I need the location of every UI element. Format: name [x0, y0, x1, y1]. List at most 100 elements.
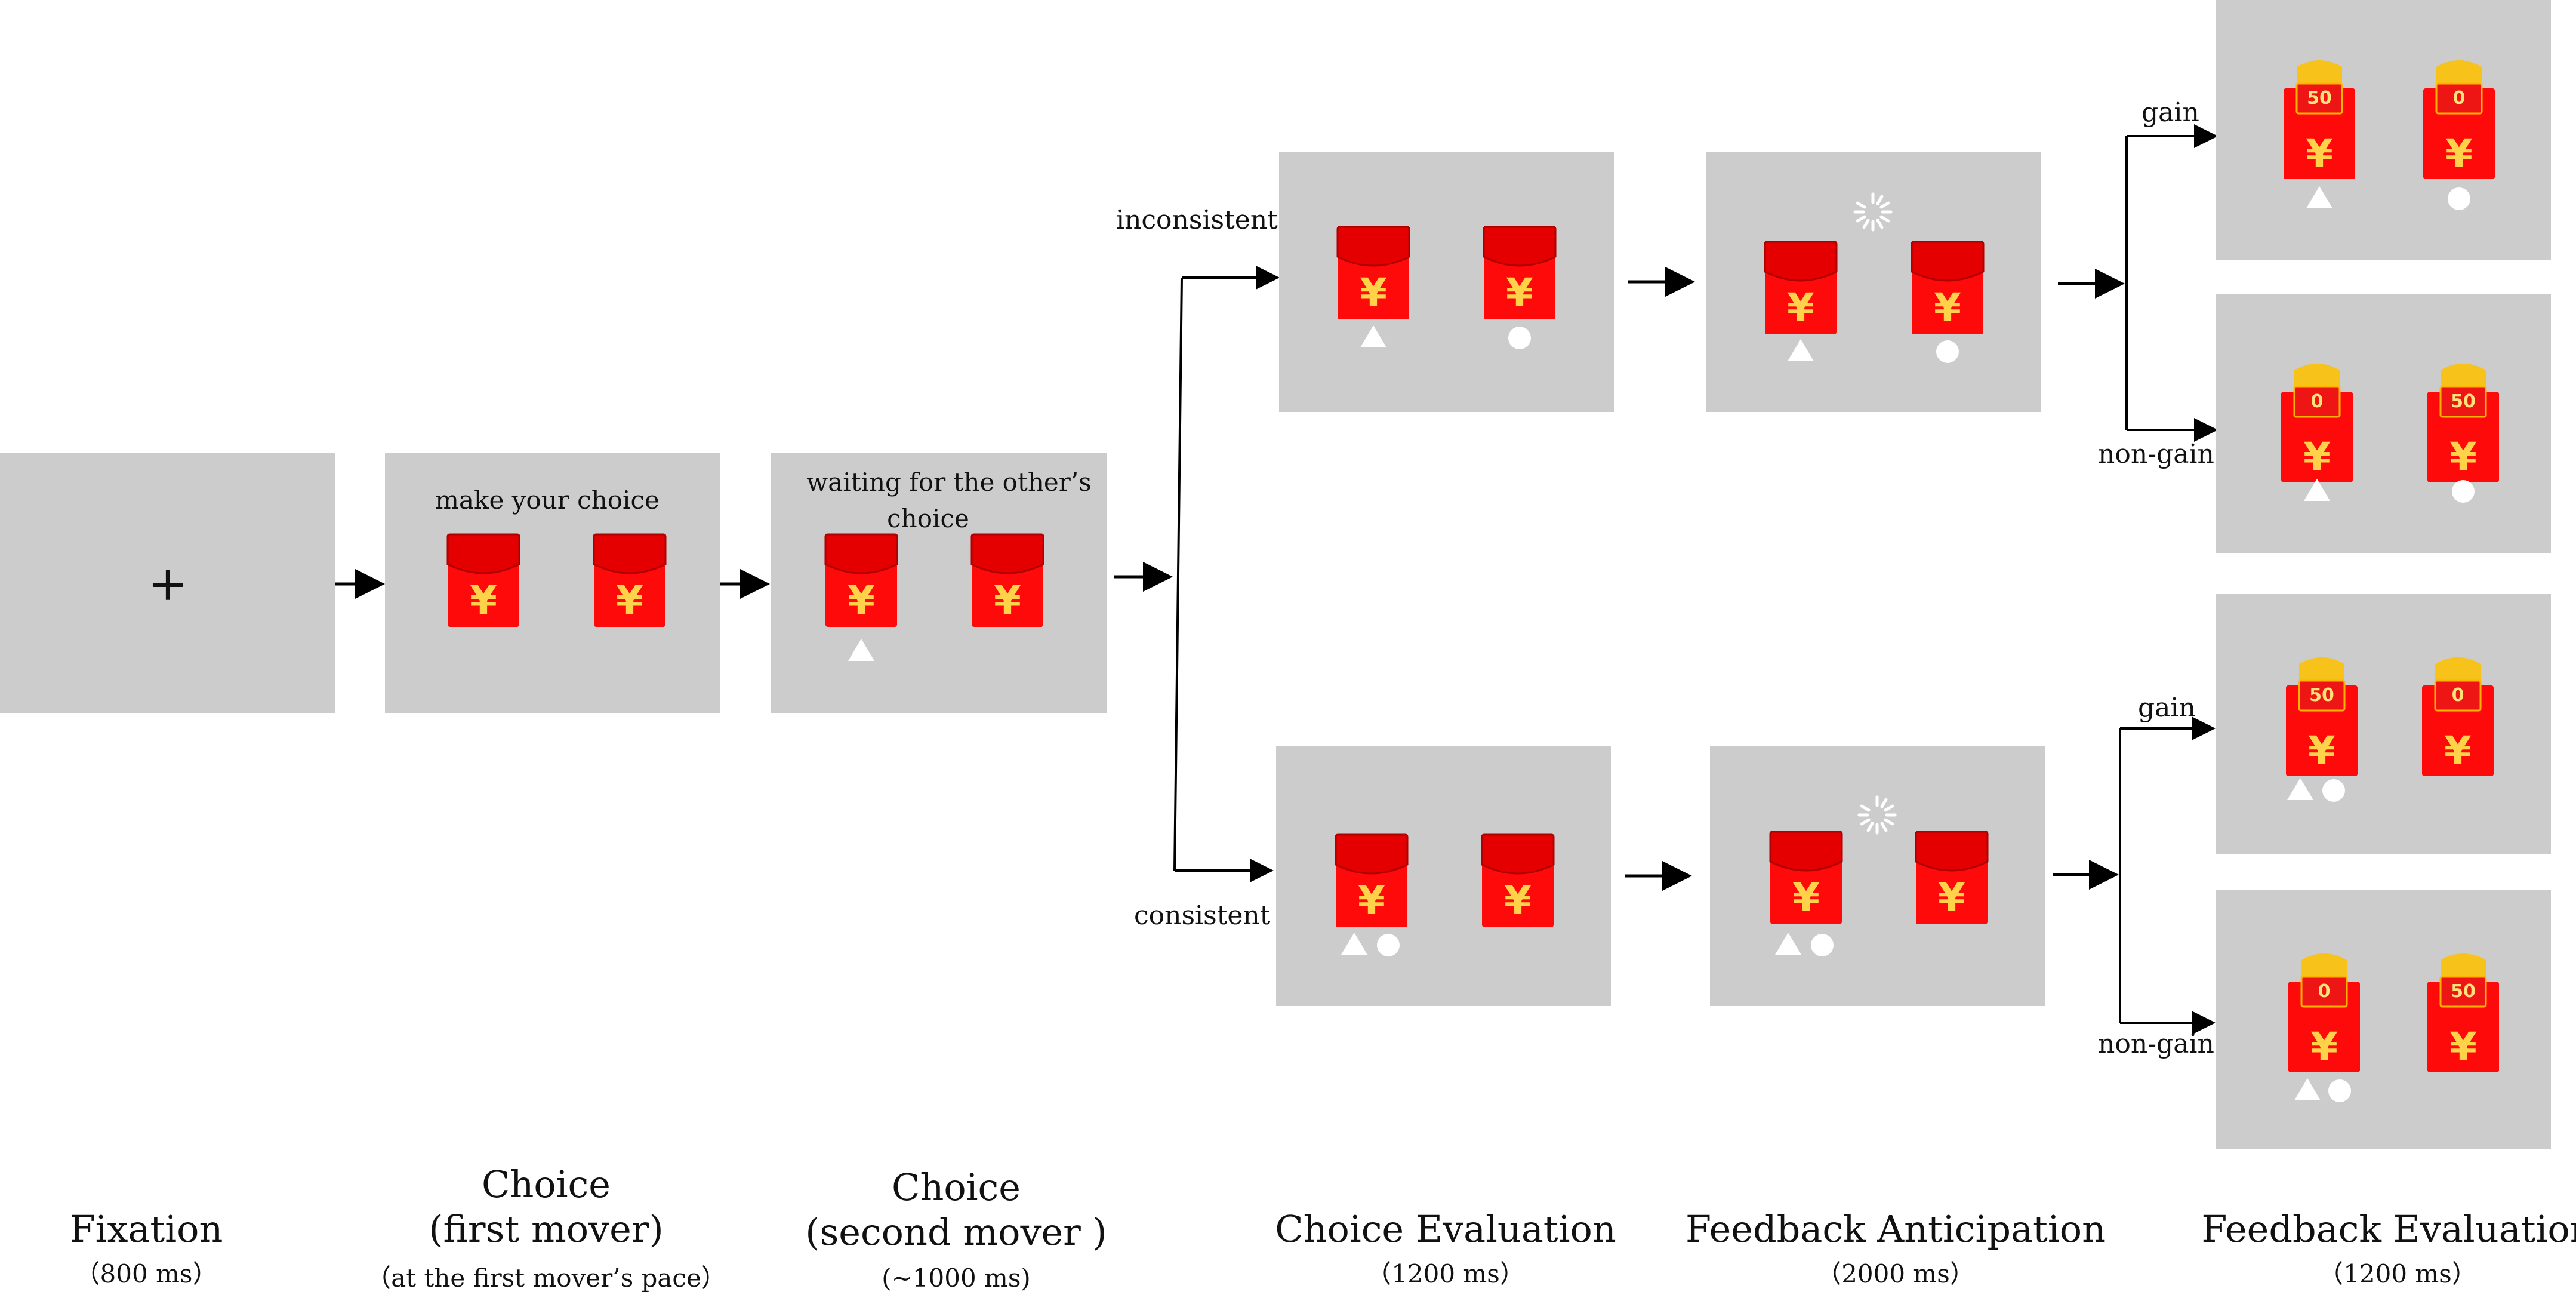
stage-caption-feedback-evaluation: Feedback Evaluation （1200 ms）	[2201, 1207, 2576, 1288]
left-envelope: ¥	[1335, 833, 1409, 927]
triangle-marker	[1341, 933, 1367, 955]
choice-first-mover-screen: make your choice ¥ ¥	[385, 453, 720, 713]
feedback-consistent-gain-screen: 50 ¥ 0 ¥	[2216, 594, 2551, 854]
make-choice-prompt: make your choice	[435, 485, 660, 515]
stage-title-line1: Choice	[892, 1165, 1021, 1209]
yen-symbol: ¥	[1792, 875, 1820, 921]
left-envelope: ¥	[1336, 226, 1410, 319]
triangle-marker	[1775, 933, 1801, 955]
right-envelope: ¥	[1915, 831, 1989, 924]
label-consistent: consistent	[1134, 900, 1271, 931]
amount-label: 0	[2311, 391, 2324, 412]
amount-label: 50	[2307, 88, 2332, 109]
fixation-cross: +	[147, 556, 187, 611]
right-envelope: ¥	[1911, 241, 1985, 334]
triangle-marker	[1788, 339, 1814, 361]
yen-symbol: ¥	[2310, 1024, 2338, 1070]
stage-caption-fixation: Fixation （800 ms）	[70, 1207, 223, 1288]
circle-marker	[2328, 1079, 2351, 1102]
feedback-branch-consistent	[2119, 716, 2216, 1035]
right-envelope: ¥	[1483, 226, 1557, 319]
right-envelope: ¥	[593, 533, 667, 627]
yen-symbol: ¥	[470, 577, 497, 623]
stage-title: Feedback Evaluation	[2201, 1207, 2576, 1251]
label-gain-consistent: gain	[2138, 693, 2196, 723]
circle-marker	[2452, 480, 2475, 503]
left-envelope: ¥	[1764, 241, 1838, 334]
stage-duration: （800 ms）	[75, 1259, 218, 1288]
amount-label: 0	[2318, 981, 2331, 1002]
choice-evaluation-consistent-screen: ¥ ¥	[1276, 746, 1611, 1006]
feedback-branch-inconsistent	[2125, 124, 2218, 442]
left-open-envelope: 50 ¥	[2284, 60, 2355, 179]
stage-title-line2: (first mover)	[429, 1207, 663, 1251]
yen-symbol: ¥	[2445, 131, 2473, 177]
fixation-screen: +	[0, 453, 335, 713]
left-envelope: ¥	[824, 533, 898, 627]
label-inconsistent: inconsistent	[1116, 205, 1278, 235]
branch-connector	[1173, 266, 1280, 882]
yen-symbol: ¥	[616, 577, 643, 623]
stage-title: Choice Evaluation	[1275, 1207, 1616, 1251]
stage-caption-choice-evaluation: Choice Evaluation （1200 ms）	[1275, 1207, 1616, 1288]
stage-title: Feedback Anticipation	[1686, 1207, 2106, 1251]
yen-symbol: ¥	[1504, 878, 1532, 924]
left-envelope: ¥	[1769, 831, 1843, 924]
left-open-envelope: 0 ¥	[2288, 953, 2360, 1072]
stage-duration: （at the first mover’s pace）	[366, 1263, 726, 1293]
label-non-gain-consistent: non-gain	[2098, 1029, 2214, 1059]
stage-caption-choice-first: Choice (first mover) （at the first mover…	[366, 1162, 726, 1293]
yen-symbol: ¥	[2306, 131, 2333, 177]
right-envelope: ¥	[970, 533, 1044, 627]
left-open-envelope: 50 ¥	[2286, 657, 2358, 776]
feedback-inconsistent-gain-screen: 50 ¥ 0 ¥	[2216, 0, 2551, 260]
yen-symbol: ¥	[1938, 875, 1965, 921]
circle-marker	[2322, 779, 2345, 802]
circle-marker	[1936, 340, 1959, 363]
stage-title-line1: Choice	[482, 1162, 611, 1206]
yen-symbol: ¥	[1506, 270, 1533, 316]
stage-caption-feedback-anticipation: Feedback Anticipation （2000 ms）	[1686, 1207, 2106, 1288]
right-envelope: ¥	[1481, 833, 1555, 927]
yen-symbol: ¥	[2444, 728, 2472, 774]
yen-symbol: ¥	[2303, 434, 2331, 480]
circle-marker	[1508, 327, 1531, 349]
yen-symbol: ¥	[1358, 878, 1385, 924]
yen-symbol: ¥	[994, 577, 1021, 623]
stage-duration: （1200 ms）	[2318, 1259, 2477, 1288]
choice-evaluation-inconsistent-screen: ¥ ¥	[1279, 152, 1614, 412]
amount-label: 50	[2309, 685, 2334, 706]
yen-symbol: ¥	[1934, 285, 1961, 331]
right-open-envelope: 0 ¥	[2423, 60, 2495, 179]
feedback-inconsistent-nongain-screen: 0 ¥ 50 ¥	[2216, 294, 2551, 553]
waiting-prompt-line2: choice	[887, 504, 969, 533]
feedback-anticipation-inconsistent-screen: ¥ ¥	[1706, 152, 2041, 412]
waiting-prompt-line1: waiting for the other’s	[806, 467, 1091, 497]
amount-label: 50	[2451, 391, 2476, 412]
left-envelope: ¥	[446, 533, 520, 627]
label-non-gain-inconsistent: non-gain	[2098, 439, 2214, 469]
label-gain-inconsistent: gain	[2141, 97, 2199, 128]
stage-duration: (~1000 ms)	[882, 1263, 1031, 1293]
triangle-marker	[848, 639, 874, 661]
right-open-envelope: 0 ¥	[2422, 657, 2494, 776]
yen-symbol: ¥	[2308, 728, 2335, 774]
circle-marker	[1811, 934, 1834, 956]
stage-duration: （2000 ms）	[1816, 1259, 1975, 1288]
amount-label: 0	[2452, 685, 2464, 706]
triangle-marker	[2294, 1078, 2321, 1100]
stage-title-line2: (second mover )	[805, 1210, 1107, 1254]
yen-symbol: ¥	[1787, 285, 1814, 331]
triangle-marker	[2304, 479, 2330, 501]
amount-label: 50	[2451, 981, 2476, 1002]
stage-duration: （1200 ms）	[1366, 1259, 1525, 1288]
feedback-consistent-nongain-screen: 0 ¥ 50 ¥	[2216, 890, 2551, 1149]
triangle-marker	[2306, 186, 2332, 208]
right-open-envelope: 50 ¥	[2427, 953, 2499, 1072]
yen-symbol: ¥	[2449, 1024, 2477, 1070]
left-open-envelope: 0 ¥	[2281, 364, 2353, 482]
circle-marker	[2448, 187, 2470, 210]
circle-marker	[1377, 934, 1400, 956]
stage-title: Fixation	[70, 1207, 223, 1251]
